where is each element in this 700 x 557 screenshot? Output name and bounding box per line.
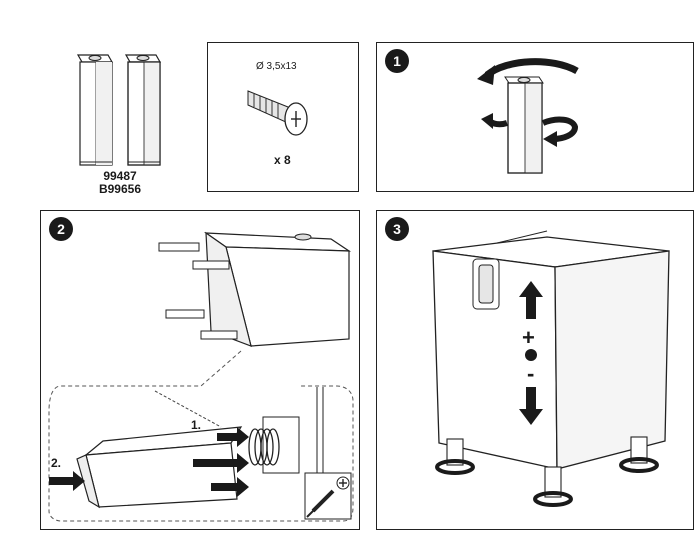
attach-leg-illustration <box>48 231 354 522</box>
callout-step-label: 1. <box>191 418 202 432</box>
parts-area: 99487 B99656 <box>60 40 200 210</box>
screw-quantity: x 8 <box>274 153 291 167</box>
step-number-badge: 1 <box>385 49 409 73</box>
step-2-panel: 2 <box>40 210 360 530</box>
step-number-badge: 2 <box>49 217 73 241</box>
minus-sign: - <box>527 361 535 386</box>
screw-panel: Ø 3,5x13 x 8 <box>207 42 359 192</box>
step-number-badge: 3 <box>385 217 409 241</box>
rotate-leg-illustration <box>477 58 579 174</box>
part-number: 99487 <box>103 169 137 183</box>
callout-step-label: 2. <box>51 456 62 470</box>
screw-icon <box>247 90 308 136</box>
plus-sign: + <box>522 325 535 350</box>
step-3-panel: 3 + - <box>376 210 694 530</box>
leg-icon <box>76 54 114 166</box>
screw-spec: Ø 3,5x13 <box>256 61 297 72</box>
adjust-height-illustration <box>432 230 670 507</box>
legs-illustration <box>76 54 162 166</box>
step-1-panel: 1 <box>376 42 694 192</box>
leg-icon <box>124 54 162 166</box>
part-number: B99656 <box>98 182 142 196</box>
